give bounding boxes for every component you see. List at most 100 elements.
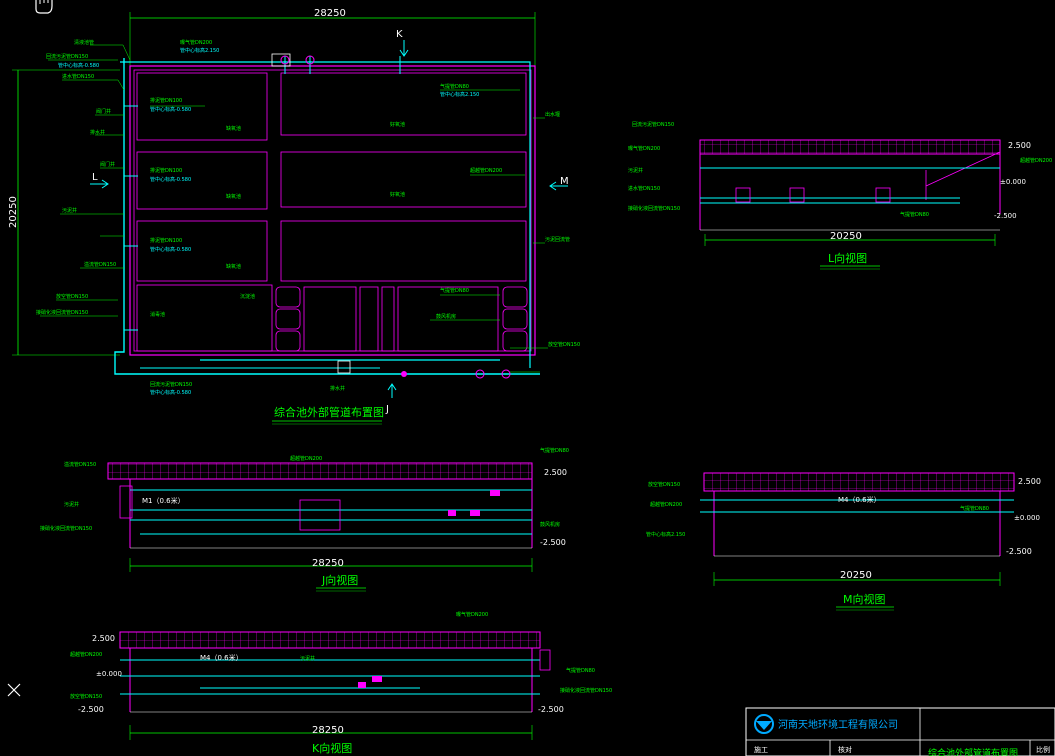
view-m-elev-zero: ±0.000	[1014, 514, 1040, 522]
plan-label-15: 接硝化液回流管DN150	[36, 309, 88, 316]
view-l-label-2: 污泥井	[628, 167, 643, 174]
compartment-disinfection: 消毒池	[150, 311, 165, 318]
view-j-title: J向视图	[321, 573, 358, 587]
view-k-elev-top: 2.500	[92, 634, 115, 643]
plan-height-dimension: 20250	[8, 196, 19, 228]
view-k-width-dimension: 28250	[312, 725, 344, 736]
view-k-label-15: 接硝化液回流管DN150	[560, 687, 612, 694]
title-cell-scale: 比例	[1036, 745, 1050, 754]
view-j-elev-bottom: -2.500	[540, 538, 566, 547]
plan-label-3a: 排泥管DN100	[150, 97, 182, 104]
view-k-elev-zero: ±0.000	[96, 670, 122, 678]
plan-label-4c: 管中心标高-0.580	[150, 176, 191, 183]
plan-label-13: 溢流管DN150	[84, 261, 116, 268]
plan-label-1b: 回流污泥管DN150	[150, 381, 192, 388]
view-l-label-15: 接硝化液回流管DN150	[628, 205, 680, 212]
view-j-m1: M1（0.6米）	[142, 496, 185, 505]
view-m-width-dimension: 20250	[840, 570, 872, 581]
view-l-width-dimension: 20250	[830, 231, 862, 242]
view-marker-m: M	[560, 176, 569, 187]
plan-label-3c: 排泥管DN100	[150, 237, 182, 244]
title-block: 河南天地环境工程有限公司 施工 核对 比例 综合池外部管道布置图	[745, 707, 1055, 756]
view-m-label-11: 管中心标高2.150	[646, 531, 685, 538]
view-m-m4: M4（0.6米）	[838, 495, 881, 504]
view-k-m4: M4（0.6米）	[200, 653, 243, 662]
view-j-label-14: 超越管DN200	[290, 455, 322, 462]
view-l-elev-bottom: -2.500	[994, 212, 1017, 220]
compartment-aerobic-2: 好氧池	[390, 191, 405, 198]
company-logo-icon	[754, 714, 774, 734]
plan-label-9: 曝气管DN200	[180, 39, 212, 46]
plan-width-dimension: 28250	[314, 8, 346, 19]
plan-title: 综合池外部管道布置图	[274, 405, 384, 419]
plan-label-11b: 管中心标高2.150	[440, 91, 479, 98]
plan-label-10: 放空管DN150	[56, 293, 88, 300]
view-l-elev-top: 2.500	[1008, 141, 1031, 150]
view-j-label-8: 气提管DN80	[540, 447, 569, 454]
plan-label-11a: 管中心标高2.150	[180, 47, 219, 54]
view-k-elev-bottom-left: -2.500	[78, 705, 104, 714]
compartment-anoxic-3: 缺氧池	[226, 263, 241, 270]
view-l-label-14: 超越管DN200	[1020, 157, 1052, 164]
view-j-label-13: 溢流管DN150	[64, 461, 96, 468]
plan-label-3b: 排泥管DN100	[150, 167, 182, 174]
plan-label-5: 进水管DN150	[62, 73, 94, 80]
ucs-cross-icon	[7, 683, 21, 697]
view-j-width-dimension: 28250	[312, 558, 344, 569]
plan-label-17: 污泥回流管	[545, 236, 570, 243]
view-k-elev-bottom-right: -2.500	[538, 705, 564, 714]
plan-label-12b: 排水井	[330, 385, 345, 392]
compartment-anoxic-2: 缺氧池	[226, 193, 241, 200]
view-m-label-8: 气提管DN80	[960, 505, 989, 512]
plan-label-7: 鼓风机房	[436, 313, 456, 320]
plan-label-8b: 气提管DN80	[440, 287, 469, 294]
view-j-label-2: 污泥井	[64, 501, 79, 508]
plan-label-4d: 管中心标高-0.580	[150, 246, 191, 253]
view-marker-l: L	[92, 172, 98, 183]
view-m-elev-top: 2.500	[1018, 477, 1041, 486]
plan-label-4a: 管中心标高-0.580	[58, 62, 99, 69]
plan-label-1: 回流污泥管DN150	[46, 53, 88, 60]
view-j: 28250 2.500 -2.500 M1（0.6米） 溢流管DN150 污泥井…	[40, 447, 569, 592]
company-name: 河南天地环境工程有限公司	[778, 718, 898, 731]
title-cell-check: 核对	[838, 745, 852, 754]
plan-label-10b: 放空管DN150	[548, 341, 580, 348]
plan-label-14: 超越管DN200	[470, 167, 502, 174]
compartment-anoxic-1: 缺氧池	[226, 125, 241, 132]
view-k: 28250 2.500 -2.500 -2.500 ±0.000 M4（0.6米…	[70, 611, 612, 755]
view-l-label-1: 回流污泥管DN150	[632, 121, 674, 128]
view-m: 20250 2.500 -2.500 ±0.000 M4（0.6米） 放空管DN…	[646, 472, 1041, 611]
view-k-label-9: 曝气管DN200	[456, 611, 488, 618]
plan-label-4e: 管中心标高-0.580	[150, 389, 191, 396]
view-l: 20250 2.500 ±0.000 -2.500 回流污泥管DN150 曝气管…	[628, 121, 1052, 270]
plan-label-4b: 管中心标高-0.580	[150, 106, 191, 113]
view-l-label-9: 曝气管DN200	[628, 145, 660, 152]
view-j-label-7: 鼓风机房	[540, 521, 560, 528]
view-l-label-5: 进水管DN150	[628, 185, 660, 192]
view-l-elev-zero: ±0.000	[1000, 178, 1026, 186]
view-k-title: K向视图	[312, 741, 352, 755]
view-marker-j: J	[385, 404, 389, 415]
plan-view: 28250 20250	[8, 8, 580, 425]
plan-label-6a: 阀门井	[96, 108, 111, 115]
view-m-label-14: 超越管DN200	[650, 501, 682, 508]
view-j-elev-top: 2.500	[544, 468, 567, 477]
view-l-title: L向视图	[828, 251, 867, 265]
plan-label-2: 污泥井	[62, 207, 77, 214]
view-k-label-10: 放空管DN150	[70, 693, 102, 700]
title-cell-construct: 施工	[754, 745, 768, 754]
compartment-sedimentation: 沉淀池	[240, 293, 255, 300]
plan-label-12: 排水井	[90, 129, 105, 136]
plan-label-6b: 阀门井	[100, 161, 115, 168]
view-k-label-8: 气提管DN80	[566, 667, 595, 674]
plan-label-0: 清液池管	[74, 39, 94, 46]
view-k-label-2: 污泥井	[300, 655, 315, 662]
view-m-title: M向视图	[843, 592, 886, 606]
view-m-elev-bottom: -2.500	[1006, 547, 1032, 556]
compartment-aerobic-1: 好氧池	[390, 121, 405, 128]
plan-label-8: 气提管DN80	[440, 83, 469, 90]
plan-label-16: 出水堰	[545, 111, 560, 118]
pan-hand-icon[interactable]	[35, 0, 53, 14]
view-k-label-14: 超越管DN200	[70, 651, 102, 658]
